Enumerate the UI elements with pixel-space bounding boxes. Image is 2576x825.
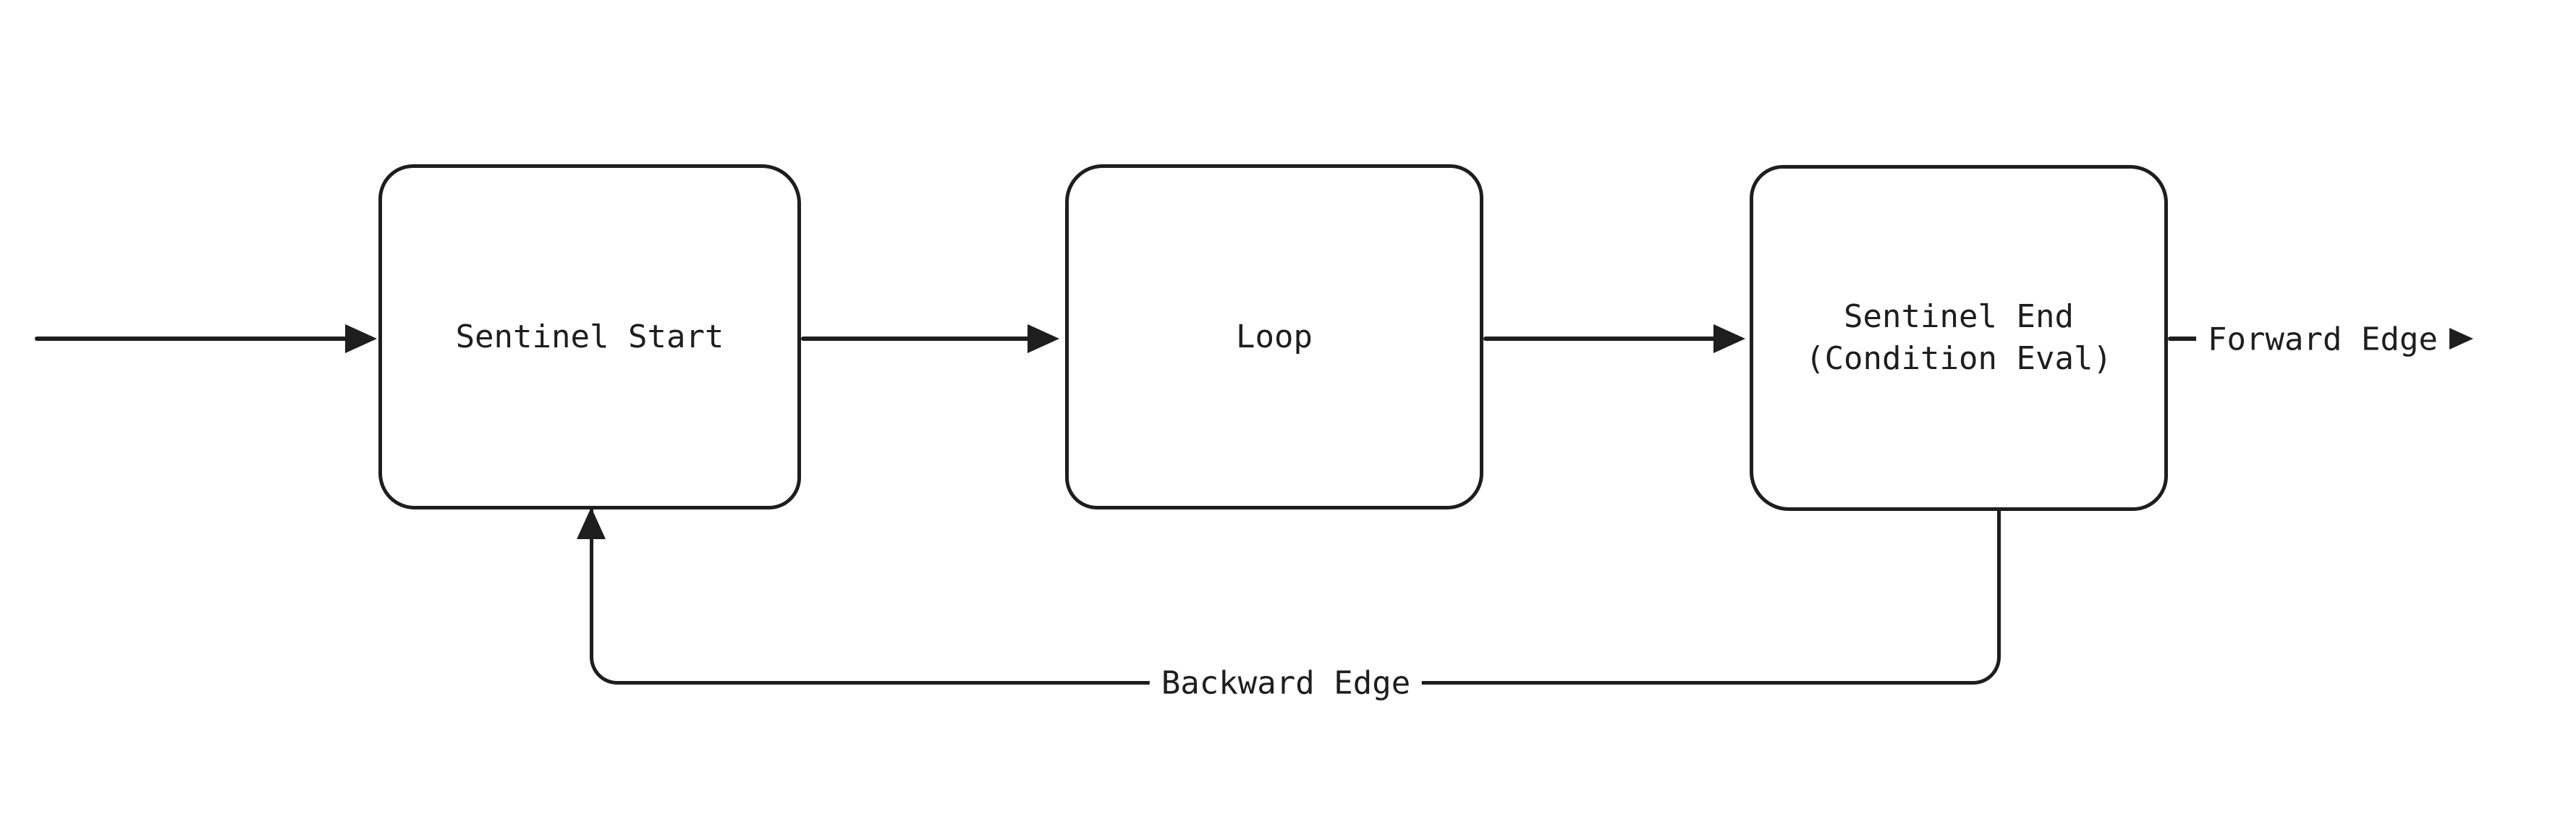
node-sentinel-end-label-line1: Sentinel End (1844, 298, 2074, 335)
node-loop-label: Loop (1236, 318, 1313, 355)
node-sentinel-start: Sentinel Start (378, 164, 801, 509)
edge-entry-arrow-line (35, 337, 349, 341)
node-sentinel-end: Sentinel End (Condition Eval) (1750, 165, 2168, 511)
edge-backward-path (590, 509, 2001, 685)
node-sentinel-end-label-line2: (Condition Eval) (1805, 340, 2112, 377)
backward-edge-label: Backward Edge (1149, 663, 1423, 703)
arrowhead-up-icon (577, 507, 606, 539)
edge-start-to-loop-line (801, 337, 1033, 341)
edge-loop-to-end-line (1483, 337, 1719, 341)
arrowhead-right-icon (1713, 324, 1745, 353)
arrowhead-right-icon (1028, 324, 1059, 353)
node-sentinel-start-label: Sentinel Start (455, 318, 724, 355)
node-loop: Loop (1065, 164, 1483, 509)
arrowhead-right-icon (345, 324, 377, 353)
forward-edge-label: Forward Edge (2196, 319, 2449, 360)
